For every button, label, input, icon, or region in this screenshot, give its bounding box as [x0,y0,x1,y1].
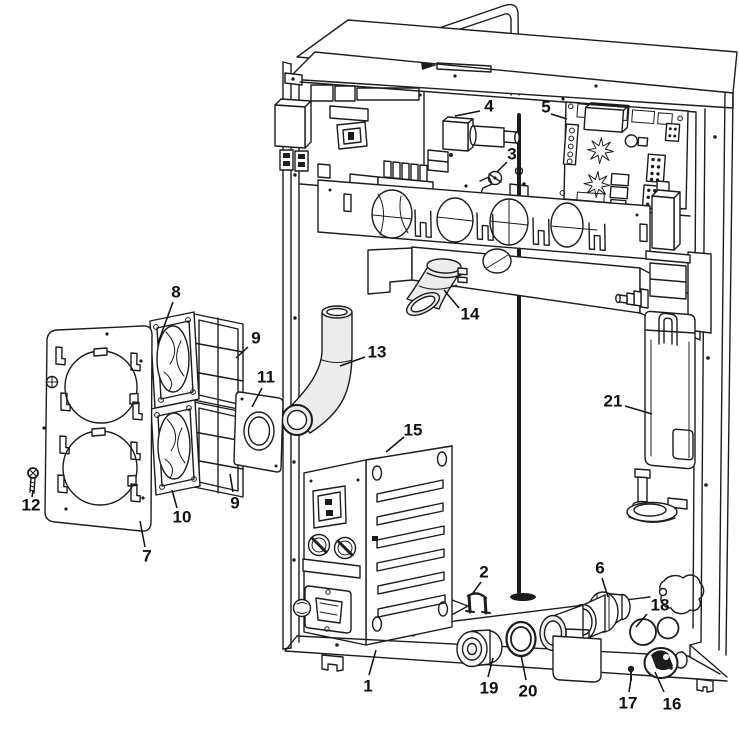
callout-17: 17 [619,694,638,713]
callout-3: 3 [507,145,516,164]
terminal-blocks [279,149,309,172]
callout-18: 18 [651,596,670,615]
fuse-holders [307,533,357,560]
part-18-grommets [629,616,680,646]
part-2-clip [465,592,491,615]
manifold-port-2 [436,197,474,243]
callout-4: 4 [484,97,494,116]
connector-strip [310,84,420,102]
callout-2: 2 [479,563,488,582]
callout-leader-4 [454,110,481,117]
callout-leader-10 [171,489,178,509]
part-16-cap [643,647,688,679]
part-11-bracket [233,391,284,473]
callout-11: 11 [257,368,275,387]
part-20-oring [505,620,537,658]
callout-leader-8 [157,301,174,344]
callout-13: 13 [368,343,387,362]
carry-handle [348,3,520,96]
callout-leader-6 [601,577,609,598]
callout-5: 5 [541,98,550,117]
bottom-fittings [456,574,705,683]
cabinet-shell [282,3,738,678]
callout-leader-19 [487,657,494,678]
callout-leader-7 [139,520,146,548]
callout-14: 14 [461,305,480,324]
part-17-screw [627,665,635,681]
callout-leader-21 [624,405,653,415]
float-sensor [626,468,688,523]
callout-9: 9 [230,494,239,513]
callout-8: 8 [171,283,180,302]
callout-leader-17 [628,678,632,693]
callout-9: 9 [251,329,260,348]
relay-box [274,98,312,149]
part-21-canister [644,310,696,470]
reservoir-box [552,635,602,683]
callout-10: 10 [173,508,192,527]
part-8-fan [149,311,200,409]
solenoid-valve [645,180,691,300]
left-foot [321,654,344,672]
callout-12: 12 [22,496,41,515]
callout-leader-20 [520,654,527,681]
part-12-screw [27,467,39,494]
callout-15: 15 [404,421,423,440]
callout-20: 20 [519,682,538,701]
floor-rod-hole [510,593,536,601]
callout-1: 1 [363,677,372,696]
part-19-fitting [456,629,503,668]
part-15-power-box [292,445,453,646]
callout-leader-9 [235,346,249,359]
callout-leader-11 [251,387,263,408]
callout-leader-16 [654,671,665,693]
manifold-port-1 [371,189,413,239]
callout-layer: 8 9 4 5 3 14 13 11 12 10 9 7 15 21 2 6 18 1 19 20 17 16 [22,97,682,714]
callout-leader-9 [229,473,234,493]
callout-6: 6 [595,559,604,578]
rocker-switch-small [336,121,368,150]
callout-leader-2 [472,581,482,594]
right-wall [689,91,734,678]
part-14-elbow [405,258,468,317]
callout-leader-18 [635,613,648,628]
power-switch [312,485,347,529]
power-inlet [292,585,352,634]
hose-barb-fitting [615,288,649,309]
fan-assembly [27,311,284,532]
valve-and-canister [615,180,712,523]
callout-7: 7 [142,547,151,566]
part-7-front-plate [42,325,153,532]
manifold-port-4 [550,202,584,248]
callout-leader-15 [385,436,405,453]
callout-leader-1 [368,649,377,676]
right-foot [696,678,714,693]
part-3-screw [479,166,526,194]
part-4-cylinder [442,116,520,152]
part-13-elbow [281,305,353,436]
callout-leader-13 [339,356,366,367]
part-10-fan [150,399,201,496]
callout-leader-5 [550,113,568,120]
callout-leader-12 [31,489,34,498]
callout-21: 21 [604,392,623,411]
callout-leader-3 [496,161,508,173]
callout-16: 16 [663,695,682,714]
callout-leader-14 [443,289,460,309]
top-arrow-mark [421,62,437,70]
callout-19: 19 [480,679,499,698]
